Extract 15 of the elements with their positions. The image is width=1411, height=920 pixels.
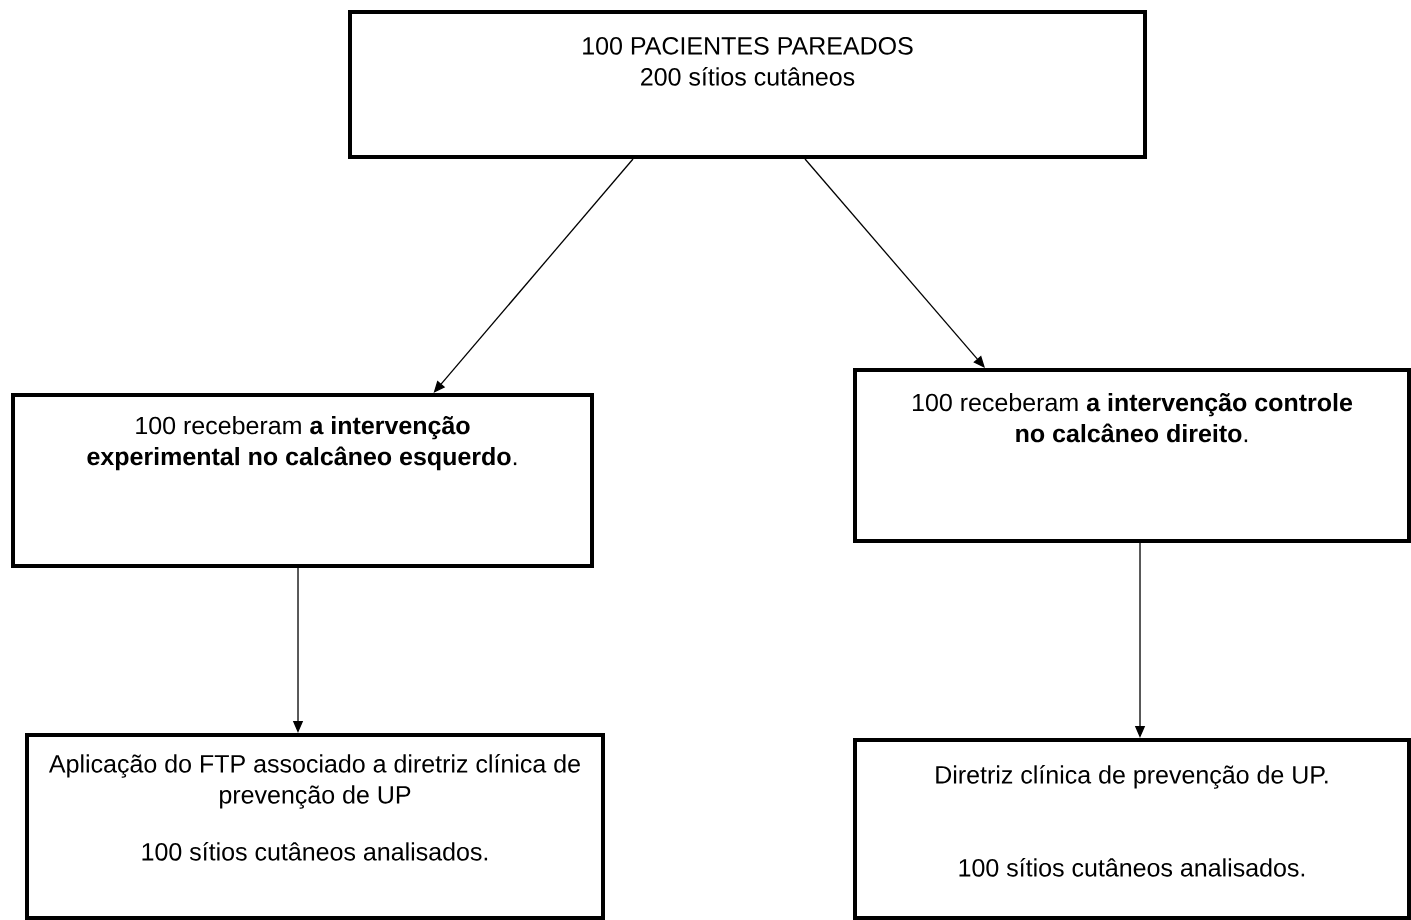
box-text: Diretriz clínica de prevenção de UP. xyxy=(936,765,1328,789)
arrow xyxy=(433,158,634,393)
box-text: 100 PACIENTES PAREADOS xyxy=(583,37,913,55)
flow-box xyxy=(11,393,594,568)
flow-box xyxy=(853,368,1411,543)
arrow xyxy=(804,158,985,368)
box-text: 100 receberam a intervenção experimental no calcâneo esquerdo. xyxy=(87,416,517,471)
flow-box xyxy=(25,733,605,920)
flow-box xyxy=(348,10,1147,159)
box-text: 200 sítios cutâneos xyxy=(641,67,855,86)
box-text: 100 sítios cutâneos analisados. xyxy=(959,858,1305,877)
box-text: 100 receberam a intervenção controle no calcâneo direito. xyxy=(913,393,1353,443)
box-text: Aplicação do FTP associado a diretriz clínica de prevenção de UP xyxy=(48,754,580,809)
flow-box xyxy=(853,738,1411,920)
box-text: 100 sítios cutâneos analisados. xyxy=(142,842,488,861)
